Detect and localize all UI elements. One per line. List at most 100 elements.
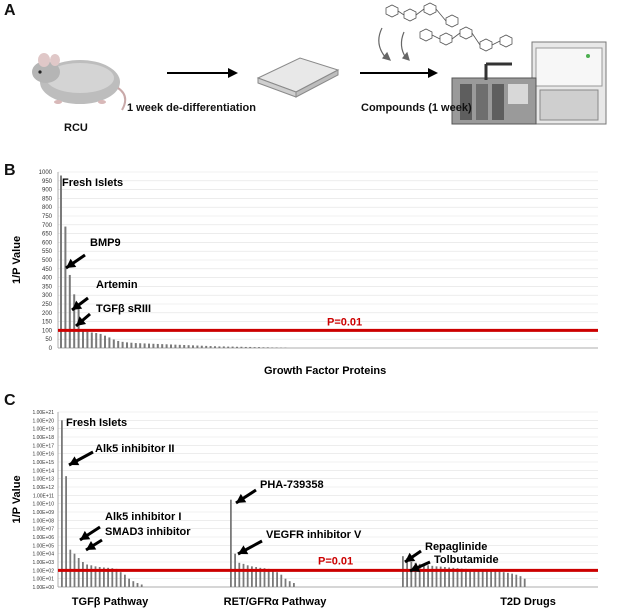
bar bbox=[77, 306, 80, 348]
bar bbox=[90, 332, 93, 348]
bar bbox=[258, 347, 260, 348]
step-rcu-label: RCU bbox=[64, 122, 88, 134]
bar bbox=[288, 581, 291, 587]
group-label: RET/GFRα Pathway bbox=[224, 596, 328, 608]
y-tick-label: 50 bbox=[45, 337, 52, 343]
bar bbox=[230, 499, 232, 587]
chemical-structures-image bbox=[385, 2, 513, 52]
chart-b: 0501001502002503003504004505005506006507… bbox=[11, 170, 598, 377]
y-axis-title: 1/P Value bbox=[11, 475, 23, 523]
chart-c: 1.00E+001.00E+011.00E+021.00E+031.00E+04… bbox=[11, 410, 598, 608]
bar bbox=[214, 346, 216, 348]
annotation-label: SMAD3 inhibitor bbox=[105, 526, 191, 538]
bar bbox=[174, 344, 177, 348]
y-tick-label: 200 bbox=[42, 311, 53, 317]
bar bbox=[439, 566, 442, 587]
mouse-image bbox=[32, 53, 127, 111]
bar bbox=[414, 562, 417, 587]
bar bbox=[119, 572, 122, 587]
bar bbox=[69, 549, 72, 587]
bar bbox=[272, 569, 274, 587]
bar bbox=[95, 333, 98, 348]
bar bbox=[112, 339, 115, 348]
bar bbox=[423, 564, 425, 587]
bar bbox=[519, 576, 522, 587]
y-tick-label: 1.00E+04 bbox=[32, 552, 54, 558]
annotation-label: Alk5 inhibitor II bbox=[95, 443, 174, 455]
bar bbox=[249, 346, 252, 348]
arrow-right-icon bbox=[167, 68, 238, 78]
bar bbox=[406, 558, 408, 587]
bar bbox=[266, 347, 269, 348]
bar bbox=[99, 333, 102, 348]
bar bbox=[108, 337, 111, 348]
bar bbox=[271, 347, 274, 348]
bar bbox=[240, 346, 243, 348]
bar bbox=[124, 574, 126, 587]
bar bbox=[452, 567, 455, 587]
bar bbox=[523, 578, 526, 587]
bar bbox=[262, 347, 265, 348]
y-tick-label: 600 bbox=[42, 240, 53, 246]
bar bbox=[460, 568, 463, 587]
annotation-label: Repaglinide bbox=[425, 541, 487, 553]
y-tick-label: 500 bbox=[42, 258, 53, 264]
y-tick-label: 350 bbox=[42, 284, 53, 290]
y-tick-label: 1.00E+03 bbox=[32, 560, 54, 566]
bar bbox=[267, 568, 270, 587]
bar bbox=[477, 569, 480, 587]
y-tick-label: 1.00E+00 bbox=[32, 585, 54, 591]
group-label: TGFβ Pathway bbox=[72, 596, 149, 608]
y-tick-label: 1.00E+21 bbox=[32, 410, 54, 416]
y-tick-label: 450 bbox=[42, 267, 53, 273]
annotation-label: Fresh Islets bbox=[62, 177, 123, 189]
annotation-arrowhead bbox=[86, 540, 97, 550]
group-label: T2D Drugs bbox=[500, 596, 556, 608]
bar bbox=[284, 578, 287, 587]
panel-a-letter: A bbox=[4, 2, 16, 19]
bar bbox=[280, 574, 283, 587]
y-tick-label: 1.00E+10 bbox=[32, 502, 54, 508]
bar bbox=[82, 562, 84, 587]
bar bbox=[502, 572, 505, 587]
y-tick-label: 900 bbox=[42, 188, 53, 194]
threshold-label: P=0.01 bbox=[327, 316, 362, 328]
bar bbox=[473, 569, 476, 587]
y-tick-label: 650 bbox=[42, 232, 53, 238]
annotation-arrowhead bbox=[72, 300, 83, 310]
bar bbox=[64, 226, 67, 348]
bar bbox=[427, 565, 429, 587]
y-tick-label: 1.00E+07 bbox=[32, 527, 54, 533]
bar bbox=[187, 345, 190, 348]
workflow-diagram bbox=[32, 2, 607, 125]
y-tick-label: 550 bbox=[42, 249, 53, 255]
annotation-label: PHA-739358 bbox=[260, 479, 324, 491]
bar bbox=[60, 175, 62, 348]
y-tick-label: 250 bbox=[42, 302, 53, 308]
bar bbox=[227, 346, 230, 348]
annotation-label: BMP9 bbox=[90, 237, 121, 249]
y-tick-label: 1.00E+17 bbox=[32, 443, 54, 449]
bar bbox=[117, 340, 120, 348]
bar bbox=[86, 331, 89, 348]
y-tick-label: 100 bbox=[42, 328, 53, 334]
bar bbox=[132, 581, 135, 587]
y-tick-label: 1.00E+09 bbox=[32, 510, 54, 516]
bar bbox=[148, 343, 150, 348]
bar bbox=[246, 565, 249, 587]
y-tick-label: 150 bbox=[42, 320, 53, 326]
bar bbox=[236, 346, 238, 348]
bar bbox=[253, 347, 256, 348]
y-axis-title: 1/P Value bbox=[11, 236, 23, 284]
bar bbox=[255, 567, 257, 587]
bar bbox=[104, 335, 106, 348]
bar bbox=[238, 562, 241, 587]
bar bbox=[170, 344, 172, 348]
bar bbox=[244, 346, 247, 348]
bar bbox=[128, 578, 130, 587]
step-compounds-label: Compounds (1 week) bbox=[361, 102, 472, 114]
bar bbox=[115, 568, 118, 587]
bar bbox=[222, 346, 225, 348]
annotation-label: Fresh Islets bbox=[66, 417, 127, 429]
bar bbox=[143, 343, 146, 348]
